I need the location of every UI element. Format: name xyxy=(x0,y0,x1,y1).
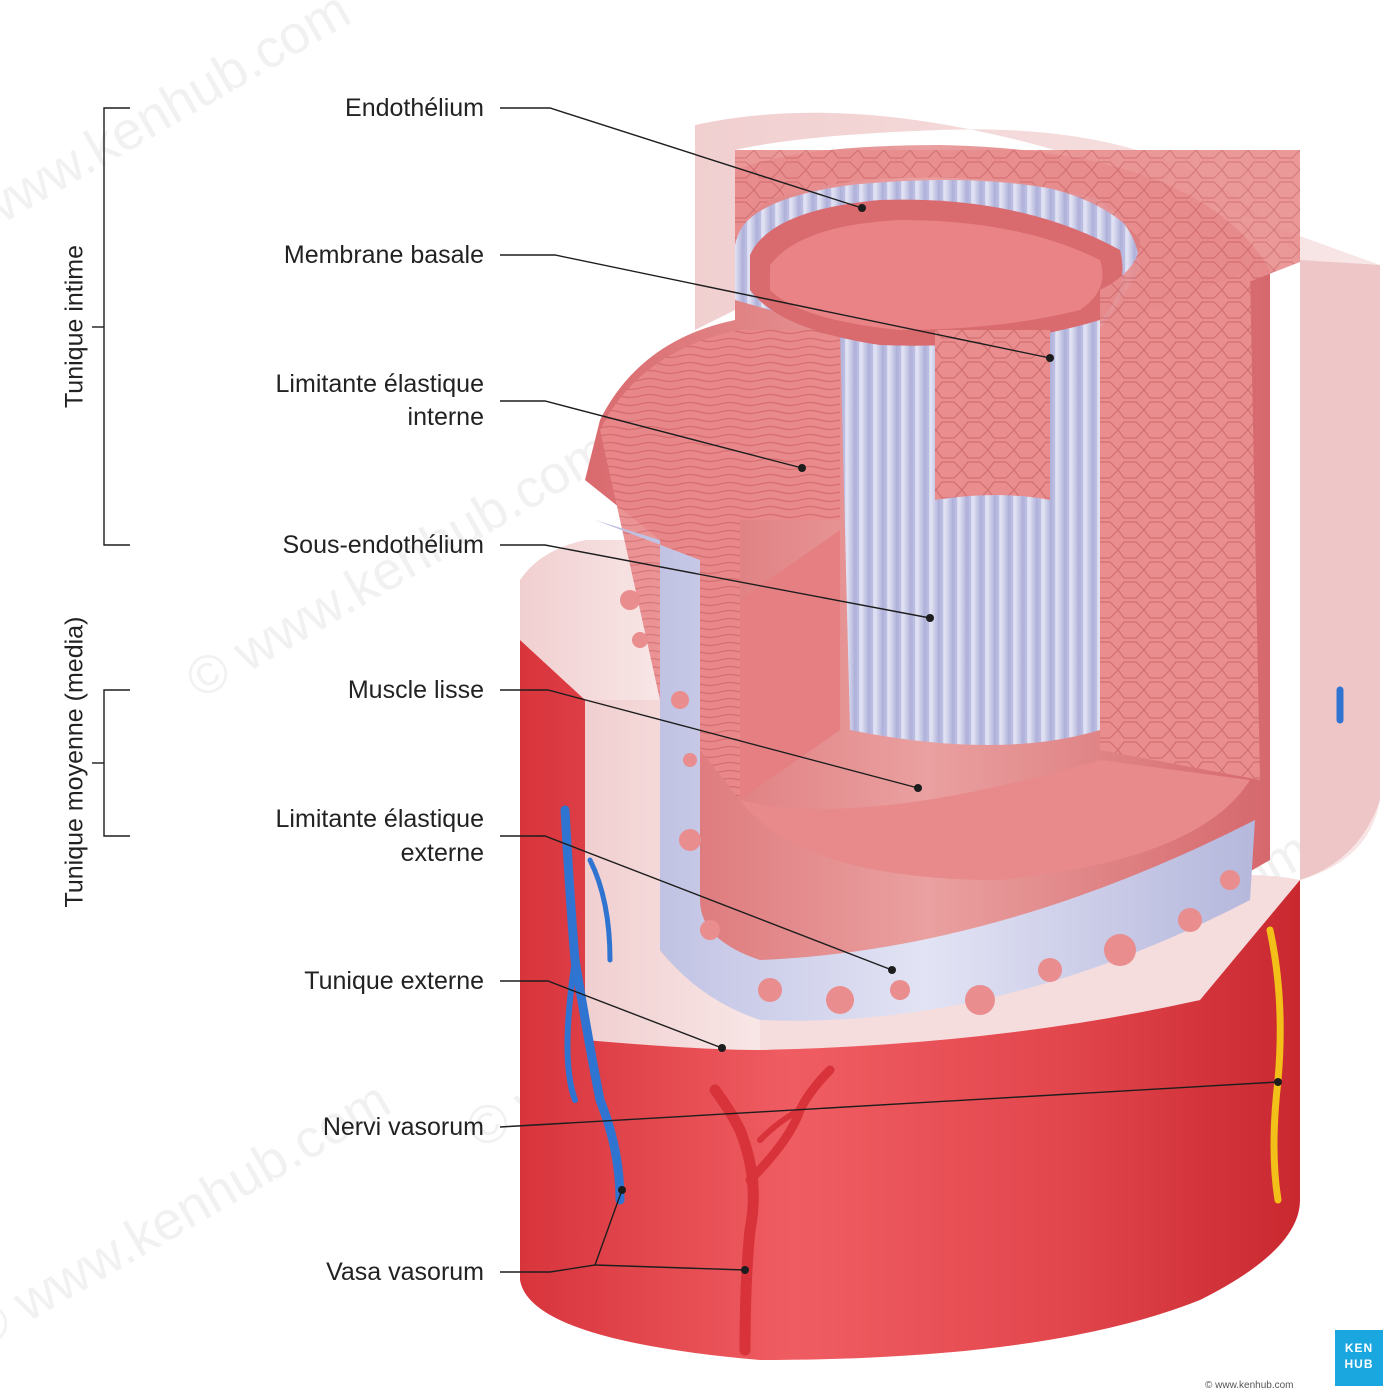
bracket-tunique-moyenne xyxy=(92,689,130,837)
tunique-externe-upper xyxy=(695,112,1380,880)
kenhub-logo: KEN HUB xyxy=(1335,1330,1383,1386)
group-label-tunique-moyenne: Tunique moyenne (media) xyxy=(60,616,89,908)
copyright-credit: © www.kenhub.com xyxy=(1205,1380,1294,1391)
label-endothelium: Endothélium xyxy=(345,94,484,122)
leader-dots xyxy=(618,204,1282,1274)
watermark-text-1: © www.kenhub.com xyxy=(0,0,360,270)
logo-line-2: HUB xyxy=(1344,1357,1374,1371)
intima-layer xyxy=(735,150,1300,745)
label-sous-endothelium: Sous-endothélium xyxy=(282,531,484,559)
label-limitante-elastique-interne-line1: Limitante élastique xyxy=(275,370,484,398)
label-limitante-elastique-interne-line2: interne xyxy=(407,403,484,431)
label-tunique-externe: Tunique externe xyxy=(304,967,484,995)
external-elastic-lamina xyxy=(595,520,1255,1021)
label-nervi-vasorum: Nervi vasorum xyxy=(322,1113,484,1141)
logo-line-1: KEN xyxy=(1344,1341,1374,1355)
label-vasa-vasorum: Vasa vasorum xyxy=(326,1258,484,1286)
leader-lines xyxy=(499,107,1279,1273)
label-limitante-elastique-externe-line1: Limitante élastique xyxy=(275,805,484,833)
label-muscle-lisse: Muscle lisse xyxy=(347,676,484,704)
group-label-tunique-intime: Tunique intime xyxy=(60,244,89,409)
bracket-tunique-intime xyxy=(92,107,130,546)
lamina-holes xyxy=(620,590,1240,1015)
label-membrane-basale: Membrane basale xyxy=(283,241,484,269)
label-limitante-elastique-externe-line2: externe xyxy=(400,839,484,867)
